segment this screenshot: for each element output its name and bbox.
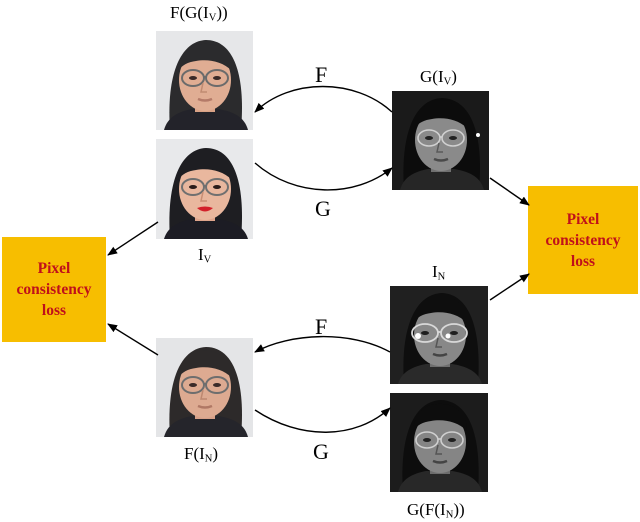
bottom-g-arrow bbox=[254, 407, 391, 433]
iv-label-pre: I bbox=[198, 245, 204, 264]
g-iv-label-sub: V bbox=[443, 76, 452, 88]
g-f-in-label: G(F(IN)) bbox=[407, 501, 465, 521]
f-in-label-pre: F(I bbox=[184, 444, 205, 463]
reconstructed-nir-image bbox=[390, 393, 488, 492]
g-f-in-label-post: )) bbox=[453, 500, 465, 519]
reconstructed-visible-image bbox=[156, 31, 253, 130]
iv-label: IV bbox=[198, 246, 211, 266]
nir-input-image bbox=[390, 286, 488, 384]
f-in-to-left-loss-arrow bbox=[107, 323, 159, 356]
g-iv-to-right-loss-arrow bbox=[489, 177, 530, 206]
right-loss-line-3: loss bbox=[570, 252, 596, 270]
in-label: IN bbox=[432, 263, 445, 283]
left-loss-line-3: loss bbox=[41, 302, 67, 319]
right-pixel-consistency-loss-box: Pixel consistency loss bbox=[528, 186, 638, 294]
g-f-in-label-sub: N bbox=[445, 509, 454, 521]
in-label-sub: N bbox=[437, 271, 446, 283]
right-loss-line-1: Pixel bbox=[566, 210, 600, 228]
f-in-label-sub: N bbox=[204, 453, 213, 465]
f-g-iv-label-sub: V bbox=[208, 12, 217, 24]
left-loss-line-2: consistency bbox=[16, 281, 92, 298]
right-loss-label: Pixel consistency loss bbox=[546, 209, 621, 272]
top-g-label: G bbox=[315, 196, 331, 221]
bottom-f-label: F bbox=[315, 314, 328, 339]
left-loss-line-1: Pixel bbox=[37, 260, 71, 277]
generated-nir-image bbox=[392, 91, 489, 190]
f-g-iv-label: F(G(IV)) bbox=[170, 4, 228, 24]
top-f-arrow bbox=[254, 85, 393, 113]
top-f-label: F bbox=[315, 62, 328, 87]
generated-visible-image bbox=[156, 338, 253, 437]
left-loss-label: Pixel consistency loss bbox=[17, 258, 92, 321]
top-g-arrow bbox=[254, 162, 393, 191]
g-f-in-label-pre: G(F(I bbox=[407, 500, 446, 519]
right-loss-line-2: consistency bbox=[545, 231, 621, 249]
iv-to-left-loss-arrow bbox=[107, 221, 159, 256]
in-label-pre: I bbox=[432, 262, 438, 281]
g-iv-label: G(IV) bbox=[420, 68, 457, 88]
f-in-label-post: ) bbox=[212, 444, 219, 463]
in-to-right-loss-arrow bbox=[489, 273, 530, 301]
visible-input-image bbox=[156, 139, 253, 239]
g-iv-label-pre: G(I bbox=[420, 67, 444, 86]
bottom-f-arrow bbox=[254, 335, 391, 353]
f-g-iv-label-post: )) bbox=[216, 3, 228, 22]
left-pixel-consistency-loss-box: Pixel consistency loss bbox=[2, 237, 106, 342]
iv-label-sub: V bbox=[203, 254, 212, 266]
f-g-iv-label-pre: F(G(I bbox=[170, 3, 209, 22]
bottom-g-label: G bbox=[313, 439, 329, 464]
g-iv-label-post: ) bbox=[451, 67, 457, 86]
f-in-label: F(IN) bbox=[184, 445, 218, 465]
